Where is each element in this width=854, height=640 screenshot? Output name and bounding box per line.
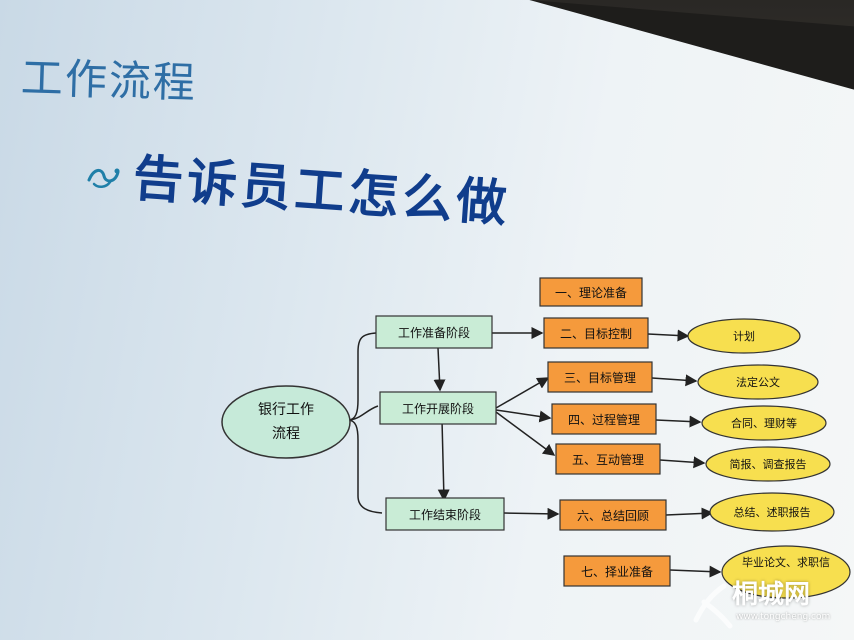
arrow-exec-to-step4 (495, 409, 552, 423)
arrow-step7-to-out6 (669, 565, 722, 578)
phase-box-preparation: 工作准备阶段 (375, 315, 493, 349)
svg-text:三、目标管理: 三、目标管理 (564, 370, 636, 385)
root-node: 银行工作 流程 (221, 385, 351, 459)
step-box-4: 四、过程管理 (551, 403, 657, 435)
arrow-step5-to-out4 (659, 456, 706, 469)
step-box-6: 六、总结回顾 (559, 499, 667, 531)
arrow-step6-to-out5 (665, 507, 714, 520)
svg-text:计划: 计划 (733, 330, 755, 343)
step-box-1: 一、理论准备 (539, 277, 643, 307)
svg-text:法定公文: 法定公文 (736, 375, 780, 389)
step-box-5: 五、互动管理 (555, 443, 661, 475)
step-box-2: 二、目标控制 (543, 317, 649, 349)
svg-text:毕业论文、求职信: 毕业论文、求职信 (742, 555, 830, 569)
arrow-step4-to-out3 (655, 415, 702, 428)
arrow-exec-to-step5 (495, 411, 556, 456)
arrow-exec-to-close (437, 419, 450, 502)
output-ellipse-6: 毕业论文、求职信 (721, 545, 851, 599)
svg-text:六、总结回顾: 六、总结回顾 (577, 509, 649, 523)
arrow-close-to-step6 (503, 507, 560, 520)
swirl-bullet-icon (87, 168, 120, 188)
output-ellipse-5: 总结、述职报告 (709, 492, 835, 532)
svg-text:五、互动管理: 五、互动管理 (572, 452, 644, 467)
svg-text:四、过程管理: 四、过程管理 (568, 412, 640, 427)
output-ellipse-1: 计划 (687, 318, 801, 354)
svg-text:合同、理财等: 合同、理财等 (731, 416, 797, 430)
arrow-prep-to-exec (433, 347, 446, 392)
root-connectors (347, 332, 383, 514)
arrow-step3-to-out2 (651, 374, 698, 387)
step-box-3: 三、目标管理 (547, 361, 653, 393)
watermark-site-url: www.tongcheng.com (736, 612, 831, 622)
svg-text:二、目标控制: 二、目标控制 (560, 327, 632, 341)
output-ellipse-3: 合同、理财等 (701, 405, 827, 441)
root-label-line1: 银行工作 (258, 402, 314, 418)
svg-text:工作准备阶段: 工作准备阶段 (398, 325, 470, 340)
svg-text:工作开展阶段: 工作开展阶段 (402, 401, 474, 416)
output-ellipse-2: 法定公文 (697, 364, 819, 400)
phase-box-closing: 工作结束阶段 (385, 497, 505, 531)
svg-text:总结、述职报告: 总结、述职报告 (734, 505, 811, 519)
svg-text:一、理论准备: 一、理论准备 (555, 286, 627, 300)
watermark-logo-icon (693, 583, 733, 629)
root-label-line2: 流程 (272, 426, 300, 442)
phase-box-execution: 工作开展阶段 (379, 391, 497, 425)
svg-text:工作结束阶段: 工作结束阶段 (409, 507, 481, 522)
arrow-step2-to-out1 (647, 329, 690, 342)
svg-text:七、择业准备: 七、择业准备 (581, 565, 653, 579)
watermark-site-name: 桐城网 (732, 580, 811, 610)
output-ellipse-4: 简报、调查报告 (705, 446, 831, 482)
svg-text:简报、调查报告: 简报、调查报告 (730, 457, 807, 471)
arrow-exec-to-step3 (495, 377, 550, 409)
step-box-7: 七、择业准备 (563, 555, 671, 587)
